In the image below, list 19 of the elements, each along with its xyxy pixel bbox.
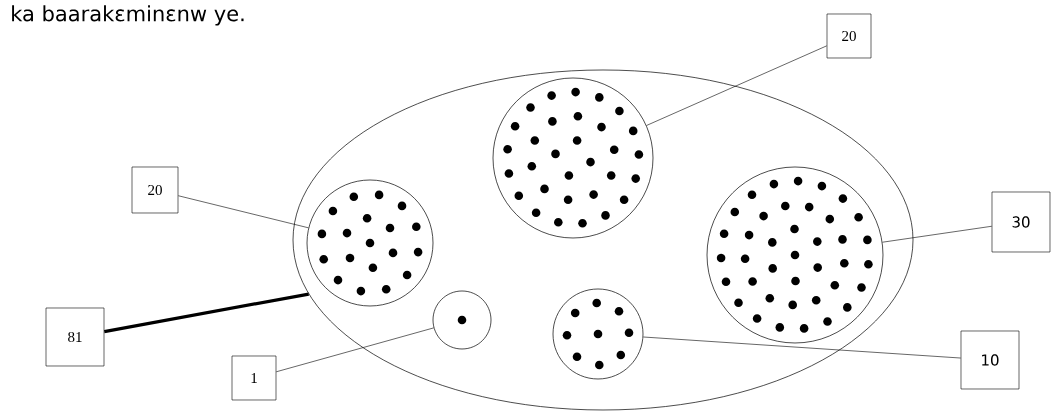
leader-line <box>276 327 435 373</box>
dotted-circle <box>492 77 654 239</box>
ellipse-outline <box>292 69 914 411</box>
number-box: 20 <box>131 166 179 214</box>
number-box: 10 <box>960 330 1020 390</box>
dotted-circle <box>706 166 884 344</box>
leader-line <box>104 292 309 334</box>
dotted-circle <box>306 179 434 307</box>
title: ka baarakɛminɛnw ye. <box>12 5 244 26</box>
number-box: 30 <box>991 191 1051 253</box>
dotted-circle <box>432 290 492 350</box>
leader-line <box>642 336 961 359</box>
leader-line <box>882 225 992 243</box>
leader-line <box>646 45 827 126</box>
number-box: 81 <box>45 307 105 367</box>
number-box: 20 <box>826 13 872 59</box>
number-box: 1 <box>231 355 277 401</box>
dotted-circle <box>552 288 644 380</box>
leader-line <box>178 195 309 229</box>
